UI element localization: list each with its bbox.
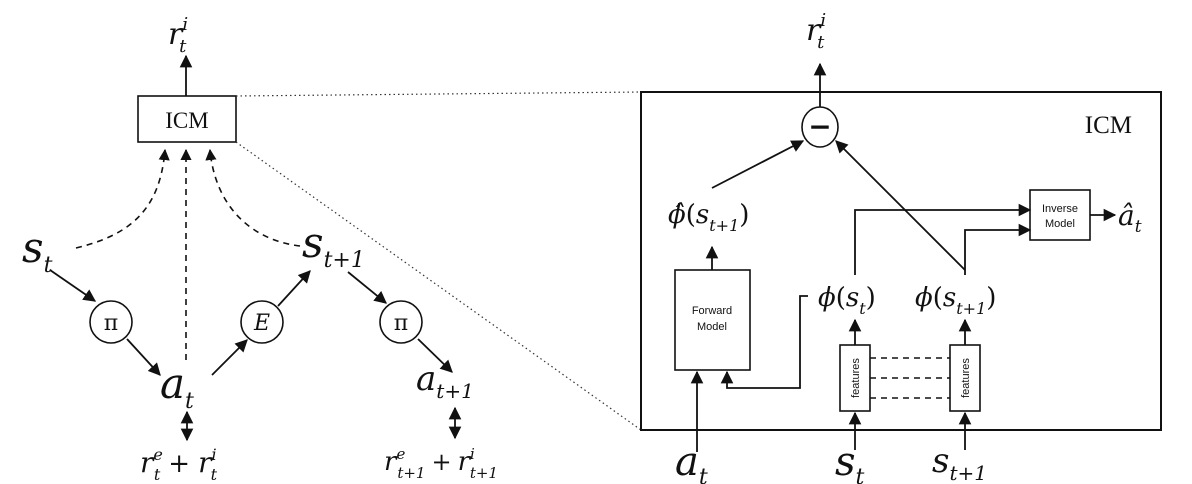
policy2-to-at1-arrow xyxy=(417,338,453,373)
phi-st1-to-minus-arrow xyxy=(835,140,966,271)
inverse-model-label-1: Inverse xyxy=(1042,203,1078,215)
left-action-t: at xyxy=(160,359,194,414)
inverse-model-label-2: Model xyxy=(1045,218,1075,230)
features-box-1 xyxy=(839,344,871,412)
at-to-env-arrow xyxy=(211,339,248,376)
policy-to-at-arrow xyxy=(126,338,161,376)
difference-node xyxy=(801,106,839,148)
zoom-line-bottom xyxy=(235,141,642,431)
env-to-st1-arrow xyxy=(277,270,311,307)
icm-frame xyxy=(640,91,1162,431)
phi-st1: ϕ(st+1) xyxy=(915,283,996,318)
forward-model-label-2: Model xyxy=(697,321,727,333)
left-action-t1: at+1 xyxy=(416,359,474,403)
forward-model-box xyxy=(674,269,751,371)
st-to-policy-arrow xyxy=(49,269,97,302)
left-state-t: st xyxy=(22,223,53,278)
forward-model-label-1: Forward xyxy=(692,305,732,317)
features-box-2 xyxy=(949,344,981,412)
zoom-line-top xyxy=(235,91,642,97)
inverse-model-box xyxy=(1029,189,1091,241)
policy-node-1-label: π xyxy=(104,311,118,336)
phi-hat-st1: ϕ̂(st+1) xyxy=(668,200,749,235)
environment-node-label: E xyxy=(253,311,270,336)
environment-node xyxy=(240,300,284,344)
left-state-t1: st+1 xyxy=(302,218,365,273)
left-icm-box xyxy=(137,95,237,143)
input-state-t1: st+1 xyxy=(932,441,987,484)
policy-node-1 xyxy=(89,300,133,344)
dashed-st-to-icm xyxy=(75,148,170,249)
phi-hat-to-minus-arrow xyxy=(711,140,805,189)
phi-st-to-forward-arrow xyxy=(720,295,808,389)
features-box-1-label: features xyxy=(850,358,862,398)
predicted-action: ât xyxy=(1118,199,1142,237)
difference-node-label: − xyxy=(808,110,831,143)
input-state-t: st xyxy=(835,439,865,484)
policy-node-2 xyxy=(379,300,423,344)
icm-frame-title: ICM xyxy=(1085,112,1132,139)
policy-node-2-label: π xyxy=(394,311,408,336)
phi-st-to-inverse-arrow xyxy=(854,203,1032,275)
input-action-t: at xyxy=(675,439,708,484)
left-icm-box-label: ICM xyxy=(165,108,208,133)
phi-st1-to-inverse-arrow xyxy=(964,223,1032,275)
st1-to-policy-arrow xyxy=(347,271,387,304)
dashed-st1-to-icm xyxy=(205,148,301,247)
features-box-2-label: features xyxy=(960,358,972,398)
phi-st: ϕ(st) xyxy=(818,283,876,318)
